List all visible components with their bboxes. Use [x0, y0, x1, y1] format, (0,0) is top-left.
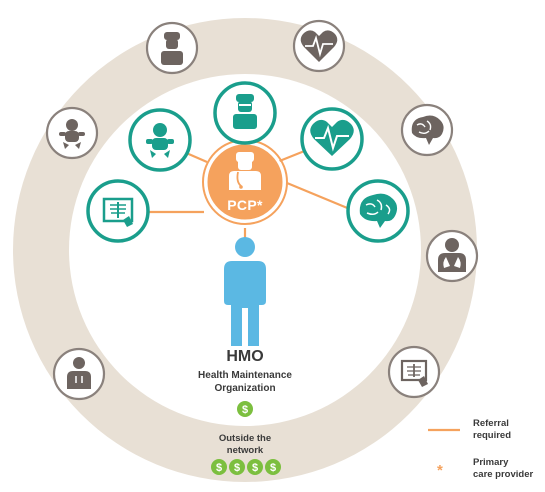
- legend-pcp: Primary care provider: [473, 457, 545, 481]
- doctor-stethoscope-icon: [229, 152, 261, 190]
- outside-cardiology[interactable]: [292, 19, 346, 73]
- svg-text:$: $: [270, 462, 276, 474]
- specialist-pediatrics[interactable]: [128, 108, 192, 172]
- outside-pediatrics[interactable]: [45, 106, 99, 160]
- outside-general[interactable]: [52, 347, 106, 401]
- brain-icon: [411, 115, 444, 145]
- svg-text:$: $: [234, 462, 240, 474]
- legend-referral-line1: Referral: [473, 418, 509, 429]
- member-person-icon: [224, 237, 266, 346]
- svg-text:$: $: [216, 462, 222, 474]
- heart-monitor-icon: [300, 30, 338, 62]
- legend-pcp-line2: care provider: [473, 469, 534, 480]
- lungs-icon: [438, 238, 466, 272]
- dollar-coin-icon: $: [247, 459, 263, 475]
- svg-text:$: $: [242, 404, 248, 416]
- xray-icon: [400, 359, 428, 387]
- baby-icon: [59, 119, 85, 149]
- surgeon-icon: [161, 32, 183, 65]
- hmo-subtitle-line2: Organization: [214, 383, 276, 394]
- torso-icon: [67, 357, 91, 389]
- baby-icon: [146, 123, 174, 158]
- specialist-cardiology[interactable]: [300, 107, 364, 171]
- dollar-coin-icon: $: [229, 459, 245, 475]
- specialist-surgeon[interactable]: [213, 81, 277, 145]
- hmo-subtitle-line1: Health Maintenance: [198, 370, 292, 381]
- legend-referral: Referral required: [473, 418, 543, 442]
- xray-icon: [102, 197, 134, 227]
- legend-pcp-line1: Primary: [473, 457, 509, 468]
- dollar-coin-icon: $: [211, 459, 227, 475]
- outside-pulmonology[interactable]: [425, 229, 479, 283]
- heart-monitor-icon: [310, 119, 354, 156]
- outside-line2: network: [226, 445, 264, 456]
- specialist-radiology[interactable]: [86, 179, 150, 243]
- outside-surgeon[interactable]: [145, 21, 199, 75]
- legend-referral-line2: required: [473, 430, 512, 441]
- outside-cost-symbols: $ $ $ $: [211, 459, 281, 475]
- pcp-label: PCP*: [227, 197, 263, 213]
- dollar-coin-icon: $: [237, 401, 253, 417]
- dollar-coin-icon: $: [265, 459, 281, 475]
- brain-icon: [359, 193, 398, 228]
- outside-network-label: Outside the network: [185, 433, 305, 457]
- svg-text:$: $: [252, 462, 258, 474]
- hmo-title: HMO: [226, 348, 264, 365]
- hmo-subtitle: Health Maintenance Organization: [175, 369, 315, 395]
- hmo-cost-symbols: $: [237, 401, 253, 417]
- specialist-neurology[interactable]: [346, 179, 410, 243]
- surgeon-icon: [233, 94, 257, 129]
- legend-asterisk: *: [437, 462, 443, 479]
- outside-neurology[interactable]: [400, 103, 454, 157]
- outside-line1: Outside the: [218, 433, 272, 444]
- outside-radiology[interactable]: [387, 345, 441, 399]
